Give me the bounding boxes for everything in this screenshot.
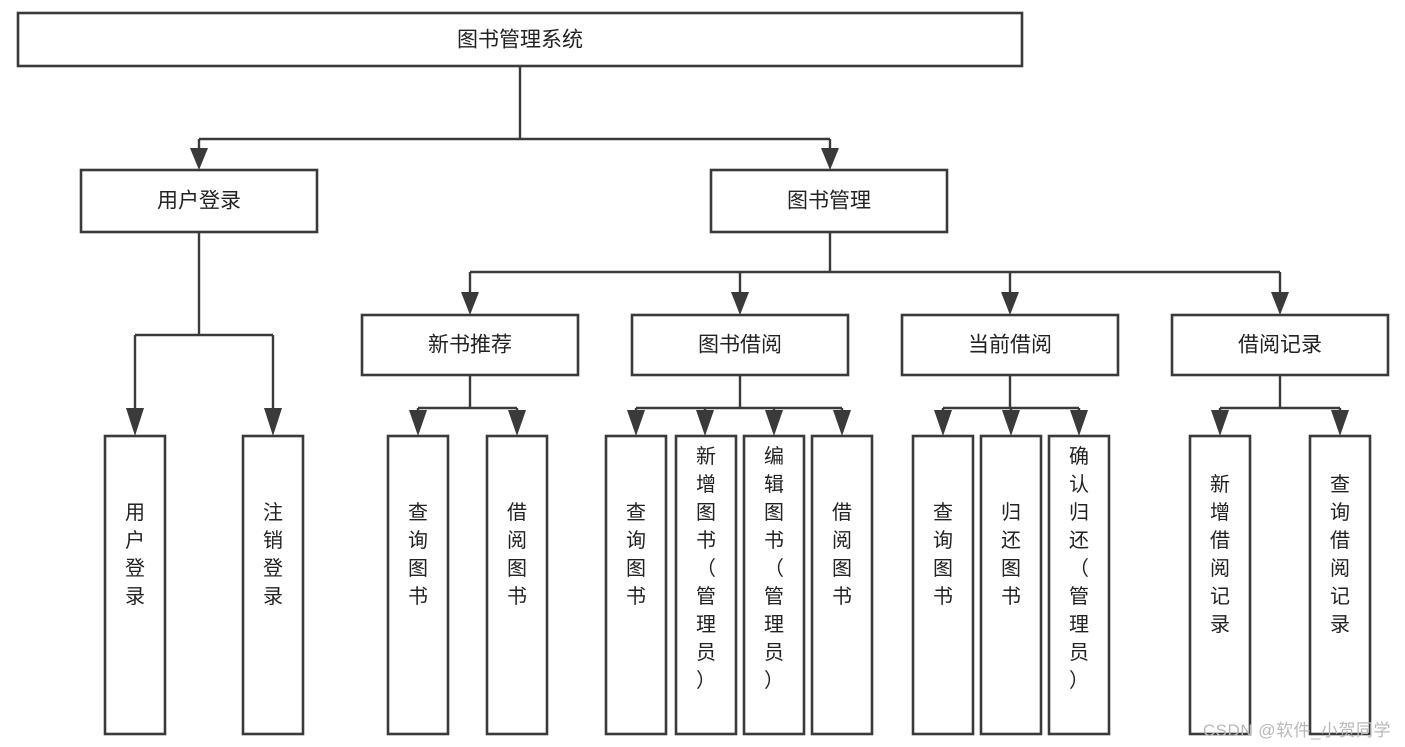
node-leaf-rec-query-book[interactable]: 查询图书 — [386, 434, 450, 736]
node-leaf-current-confirm-return-label: 确认归还（管理员） — [1069, 445, 1089, 692]
node-leaf-user-login[interactable]: 用户登录 — [103, 434, 167, 736]
node-book-borrow-box[interactable] — [630, 313, 850, 377]
node-borrow-record-label: 借阅记录 — [1238, 334, 1322, 357]
node-leaf-current-return-book-box[interactable] — [979, 434, 1043, 736]
arrow-head-leaf-borrow-add-book — [696, 410, 714, 436]
node-user-login-box[interactable] — [79, 168, 319, 234]
arrow-head-leaf-current-query-book — [934, 410, 952, 436]
node-leaf-current-query-book[interactable]: 查询图书 — [911, 434, 975, 736]
node-user-login-label: 用户登录 — [157, 190, 241, 213]
arrow-head-leaf-rec-borrow-book — [508, 410, 526, 436]
node-leaf-borrow-query-book[interactable]: 查询图书 — [604, 434, 668, 736]
node-book-manage[interactable]: 图书管理 — [709, 168, 949, 234]
node-user-login[interactable]: 用户登录 — [79, 168, 319, 234]
arrow-head-leaf-borrow-edit-book — [765, 410, 783, 436]
node-leaf-rec-query-book-label: 查询图书 — [408, 501, 428, 608]
arrow-head-leaf-record-query — [1331, 410, 1349, 436]
arrow-head-leaf-record-add — [1211, 410, 1229, 436]
node-current-borrow-label: 当前借阅 — [968, 334, 1052, 357]
node-leaf-rec-borrow-book[interactable]: 借阅图书 — [485, 434, 549, 736]
node-leaf-user-logout[interactable]: 注销登录 — [241, 434, 305, 736]
node-new-book-rec-box[interactable] — [360, 313, 580, 377]
node-leaf-record-query[interactable]: 查询借阅记录 — [1308, 434, 1372, 736]
node-root-label: 图书管理系统 — [457, 29, 583, 52]
node-leaf-borrow-edit-book[interactable]: 编辑图书（管理员） — [742, 434, 806, 736]
node-leaf-borrow-query-book-label: 查询图书 — [626, 501, 646, 608]
node-leaf-rec-borrow-book-box[interactable] — [485, 434, 549, 736]
node-leaf-current-return-book-label: 归还图书 — [1001, 501, 1021, 608]
node-leaf-rec-query-book-box[interactable] — [386, 434, 450, 736]
arrow-head-leaf-rec-query-book — [409, 410, 427, 436]
node-leaf-record-add-label: 新增借阅记录 — [1210, 473, 1230, 636]
node-leaf-record-add-box[interactable] — [1188, 434, 1252, 736]
node-leaf-borrow-lend-book-label: 借阅图书 — [832, 501, 852, 608]
node-leaf-user-logout-label: 注销登录 — [263, 501, 283, 608]
node-root-box[interactable] — [16, 11, 1024, 68]
node-book-borrow[interactable]: 图书借阅 — [630, 313, 850, 377]
csdn-watermark: CSDN @软件_小贺同学 — [1202, 721, 1391, 740]
arrow-head-leaf-current-return-book — [1002, 410, 1020, 436]
node-book-borrow-label: 图书借阅 — [698, 334, 782, 357]
node-book-manage-box[interactable] — [709, 168, 949, 234]
node-leaf-borrow-query-book-box[interactable] — [604, 434, 668, 736]
arrow-head-current-borrow — [1001, 292, 1019, 315]
node-leaf-record-query-box[interactable] — [1308, 434, 1372, 736]
node-book-manage-label: 图书管理 — [787, 190, 871, 213]
node-leaf-borrow-add-book[interactable]: 新增图书（管理员） — [674, 434, 738, 736]
arrow-head-leaf-user-logout — [264, 408, 282, 436]
node-leaf-record-add[interactable]: 新增借阅记录 — [1188, 434, 1252, 736]
node-current-borrow[interactable]: 当前借阅 — [900, 313, 1120, 377]
node-root[interactable]: 图书管理系统 — [16, 11, 1024, 68]
node-leaf-borrow-edit-book-box[interactable] — [742, 434, 806, 736]
node-leaf-record-query-label: 查询借阅记录 — [1330, 473, 1350, 636]
node-leaf-rec-borrow-book-label: 借阅图书 — [507, 501, 527, 608]
node-leaf-user-logout-box[interactable] — [241, 434, 305, 736]
node-leaf-current-query-book-label: 查询图书 — [933, 501, 953, 608]
node-leaf-current-confirm-return-box[interactable] — [1047, 434, 1111, 736]
node-leaf-borrow-add-book-box[interactable] — [674, 434, 738, 736]
node-leaf-current-query-book-box[interactable] — [911, 434, 975, 736]
node-new-book-rec-label: 新书推荐 — [428, 334, 512, 357]
node-leaf-borrow-add-book-label: 新增图书（管理员） — [696, 445, 716, 692]
arrow-head-new-book-rec — [461, 292, 479, 315]
node-borrow-record-box[interactable] — [1170, 313, 1390, 377]
arrow-head-leaf-borrow-query-book — [627, 410, 645, 436]
connector-layer — [126, 66, 1349, 436]
arrow-head-leaf-current-confirm-return — [1070, 410, 1088, 436]
node-leaf-borrow-edit-book-label: 编辑图书（管理员） — [764, 445, 784, 692]
node-leaf-borrow-lend-book-box[interactable] — [810, 434, 874, 736]
node-leaf-user-login-label: 用户登录 — [125, 502, 145, 608]
node-current-borrow-box[interactable] — [900, 313, 1120, 377]
arrow-head-borrow-record — [1271, 292, 1289, 315]
arrow-head-leaf-borrow-lend-book — [833, 410, 851, 436]
arrow-head-user-login — [190, 148, 208, 170]
node-leaf-user-login-box[interactable] — [103, 434, 167, 736]
arrow-head-book-manage — [821, 148, 839, 170]
node-borrow-record[interactable]: 借阅记录 — [1170, 313, 1390, 377]
node-leaf-current-return-book[interactable]: 归还图书 — [979, 434, 1043, 736]
arrow-head-leaf-user-login — [126, 408, 144, 436]
node-leaf-borrow-lend-book[interactable]: 借阅图书 — [810, 434, 874, 736]
node-leaf-current-confirm-return[interactable]: 确认归还（管理员） — [1047, 434, 1111, 736]
arrow-head-book-borrow — [731, 292, 749, 315]
node-new-book-rec[interactable]: 新书推荐 — [360, 313, 580, 377]
